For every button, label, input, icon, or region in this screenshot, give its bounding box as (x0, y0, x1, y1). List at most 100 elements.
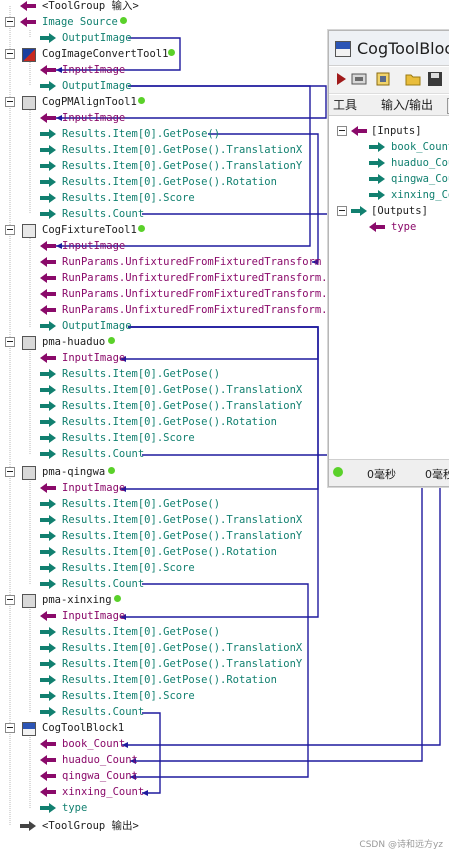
collapse-icon[interactable] (5, 337, 15, 347)
window-titlebar[interactable]: CogToolBlock (329, 31, 449, 66)
collapse-icon[interactable] (5, 595, 15, 605)
arrow-right-icon (40, 563, 56, 573)
arrow-left-icon (40, 611, 56, 621)
tree-view[interactable]: <ToolGroup 输入> Image Source OutputImage … (0, 0, 340, 856)
run-icon[interactable] (333, 71, 349, 87)
arrow-right-icon (40, 449, 56, 459)
collapse-icon[interactable] (337, 206, 347, 216)
open-folder-icon[interactable] (405, 71, 421, 87)
arrow-right-icon (40, 659, 56, 669)
tab-tools[interactable]: 工具 (333, 98, 358, 112)
arrow-right-icon (40, 417, 56, 427)
watermark: CSDN @诗和远方yz (359, 840, 443, 850)
arrow-right-icon (40, 385, 56, 395)
arrow-right-icon (40, 81, 56, 91)
arrow-left-icon (40, 353, 56, 363)
toolblock-window[interactable]: CogToolBlock 工具 输入/输出 [Inputs] book_Coun… (328, 30, 449, 487)
arrow-right-icon (369, 174, 385, 184)
collapse-icon[interactable] (5, 225, 15, 235)
toolblock-icon (22, 722, 36, 736)
status-time-2: 0毫秒 (425, 468, 449, 481)
arrow-right-icon (351, 206, 367, 216)
toolgroup-input-label: <ToolGroup 输入> (42, 0, 139, 12)
arrow-left-icon (40, 257, 56, 267)
tab-io[interactable]: 输入/输出 (381, 98, 434, 112)
arrow-right-icon (40, 193, 56, 203)
arrow-right-icon (40, 579, 56, 589)
arrow-right-icon (40, 369, 56, 379)
status-ok-icon (114, 595, 121, 602)
arrow-right-icon (40, 177, 56, 187)
arrow-left-icon (369, 222, 385, 232)
status-ok-icon (333, 467, 343, 477)
pma-tool-icon (22, 466, 36, 480)
arrow-left-icon (20, 1, 36, 11)
arrow-left-icon (40, 483, 56, 493)
arrow-right-icon (369, 142, 385, 152)
arrow-right-icon (40, 209, 56, 219)
arrow-left-icon (20, 17, 36, 27)
window-tabs: 工具 输入/输出 (329, 95, 449, 116)
status-ok-icon (120, 17, 127, 24)
pma-tool-icon (22, 594, 36, 608)
collapse-icon[interactable] (5, 17, 15, 27)
window-statusbar: 0毫秒 0毫秒 (329, 459, 449, 486)
arrow-left-icon (40, 65, 56, 75)
collapse-icon[interactable] (337, 126, 347, 136)
arrow-right-icon (40, 401, 56, 411)
io-tree-panel[interactable]: [Inputs] book_Count huaduo_Cou qingwa_Co… (329, 117, 449, 457)
image-source-label: Image Source (42, 16, 118, 28)
convert-tool-icon (22, 48, 36, 62)
arrow-left-icon (40, 787, 56, 797)
arrow-left-icon (351, 126, 367, 136)
arrow-right-icon (40, 627, 56, 637)
arrow-left-icon (40, 739, 56, 749)
collapse-icon[interactable] (5, 723, 15, 733)
collapse-icon[interactable] (5, 467, 15, 477)
tab-separator (447, 98, 449, 114)
arrow-right-icon (40, 129, 56, 139)
arrow-right-icon (40, 161, 56, 171)
arrow-left-icon (40, 113, 56, 123)
collapse-icon[interactable] (5, 97, 15, 107)
arrow-left-icon (40, 241, 56, 251)
status-ok-icon (138, 97, 145, 104)
arrow-right-icon (20, 821, 36, 831)
save-icon[interactable] (427, 71, 443, 87)
status-ok-icon (108, 337, 115, 344)
arrow-right-icon (40, 33, 56, 43)
record-icon[interactable] (351, 71, 367, 87)
arrow-right-icon (40, 547, 56, 557)
arrow-left-icon (40, 755, 56, 765)
collapse-icon[interactable] (5, 49, 15, 59)
arrow-right-icon (40, 531, 56, 541)
arrow-right-icon (40, 643, 56, 653)
arrow-right-icon (40, 691, 56, 701)
arrow-right-icon (40, 675, 56, 685)
settings-icon[interactable] (375, 71, 391, 87)
arrow-left-icon (40, 273, 56, 283)
window-toolbar (329, 67, 449, 94)
arrow-left-icon (40, 305, 56, 315)
pma-tool-icon (22, 336, 36, 350)
arrow-right-icon (40, 499, 56, 509)
arrow-right-icon (369, 158, 385, 168)
pmalign-tool-icon (22, 96, 36, 110)
arrow-left-icon (40, 289, 56, 299)
arrow-left-icon (40, 771, 56, 781)
status-ok-icon (138, 225, 145, 232)
toolblock-icon (335, 41, 351, 57)
window-title: CogToolBlock (357, 39, 449, 58)
status-time-1: 0毫秒 (367, 468, 396, 481)
fixture-tool-icon (22, 224, 36, 238)
arrow-right-icon (369, 190, 385, 200)
arrow-right-icon (40, 515, 56, 525)
arrow-right-icon (40, 803, 56, 813)
arrow-right-icon (40, 321, 56, 331)
status-ok-icon (168, 49, 175, 56)
arrow-right-icon (40, 433, 56, 443)
arrow-right-icon (40, 707, 56, 717)
arrow-right-icon (40, 145, 56, 155)
status-ok-icon (108, 467, 115, 474)
